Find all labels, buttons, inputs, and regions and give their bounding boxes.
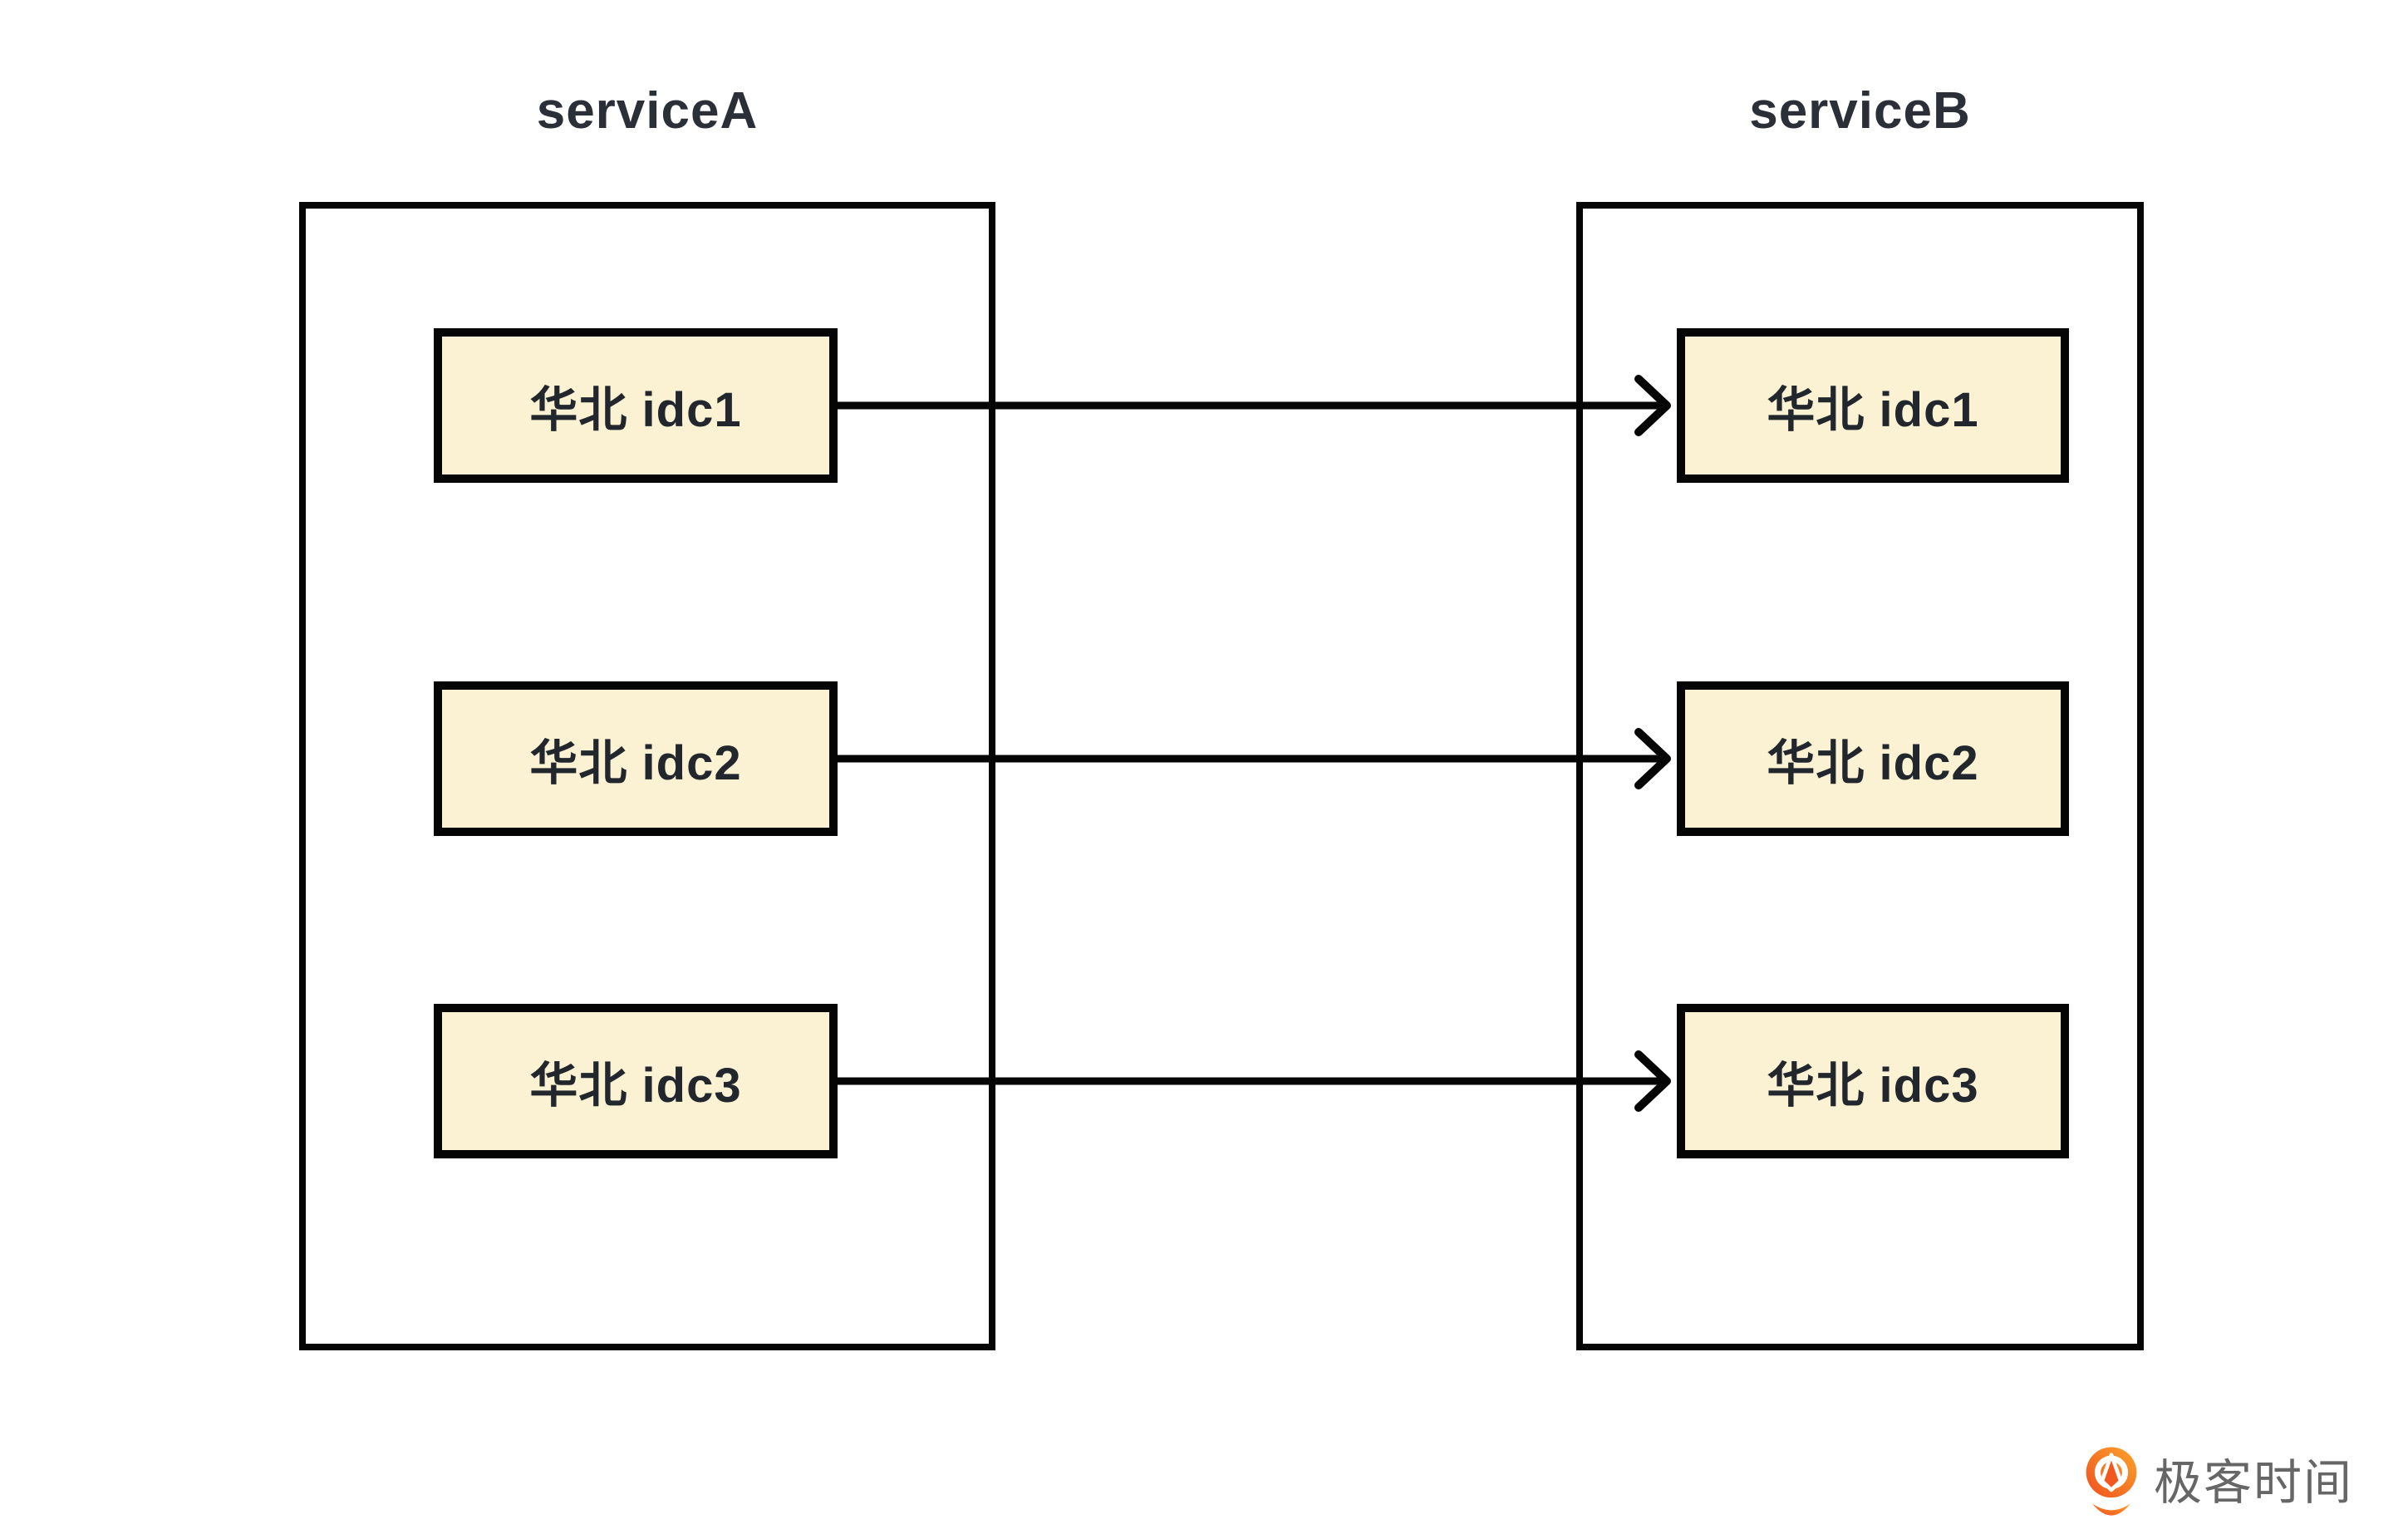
- arrow-idc1-to-idc1: [838, 375, 1671, 436]
- service-b-title: serviceB: [1749, 82, 1971, 140]
- service-a-node-idc3: 华北 idc3: [434, 1004, 838, 1158]
- arrow-idc2-to-idc2: [838, 728, 1671, 789]
- arrow-idc3-to-idc3: [838, 1050, 1671, 1112]
- service-a-node-idc2: 华北 idc2: [434, 681, 838, 836]
- geektime-logo: 极客时间: [2084, 1446, 2353, 1521]
- service-b-node-idc1: 华北 idc1: [1677, 328, 2069, 483]
- service-b-node-idc3: 华北 idc3: [1677, 1004, 2069, 1158]
- service-a-node-idc1: 华北 idc1: [434, 328, 838, 483]
- geektime-pin-icon: [2086, 1447, 2137, 1516]
- service-a-title: serviceA: [536, 82, 759, 140]
- geektime-logo-text: 极客时间: [2154, 1456, 2354, 1510]
- service-b-node-idc2: 华北 idc2: [1677, 681, 2069, 836]
